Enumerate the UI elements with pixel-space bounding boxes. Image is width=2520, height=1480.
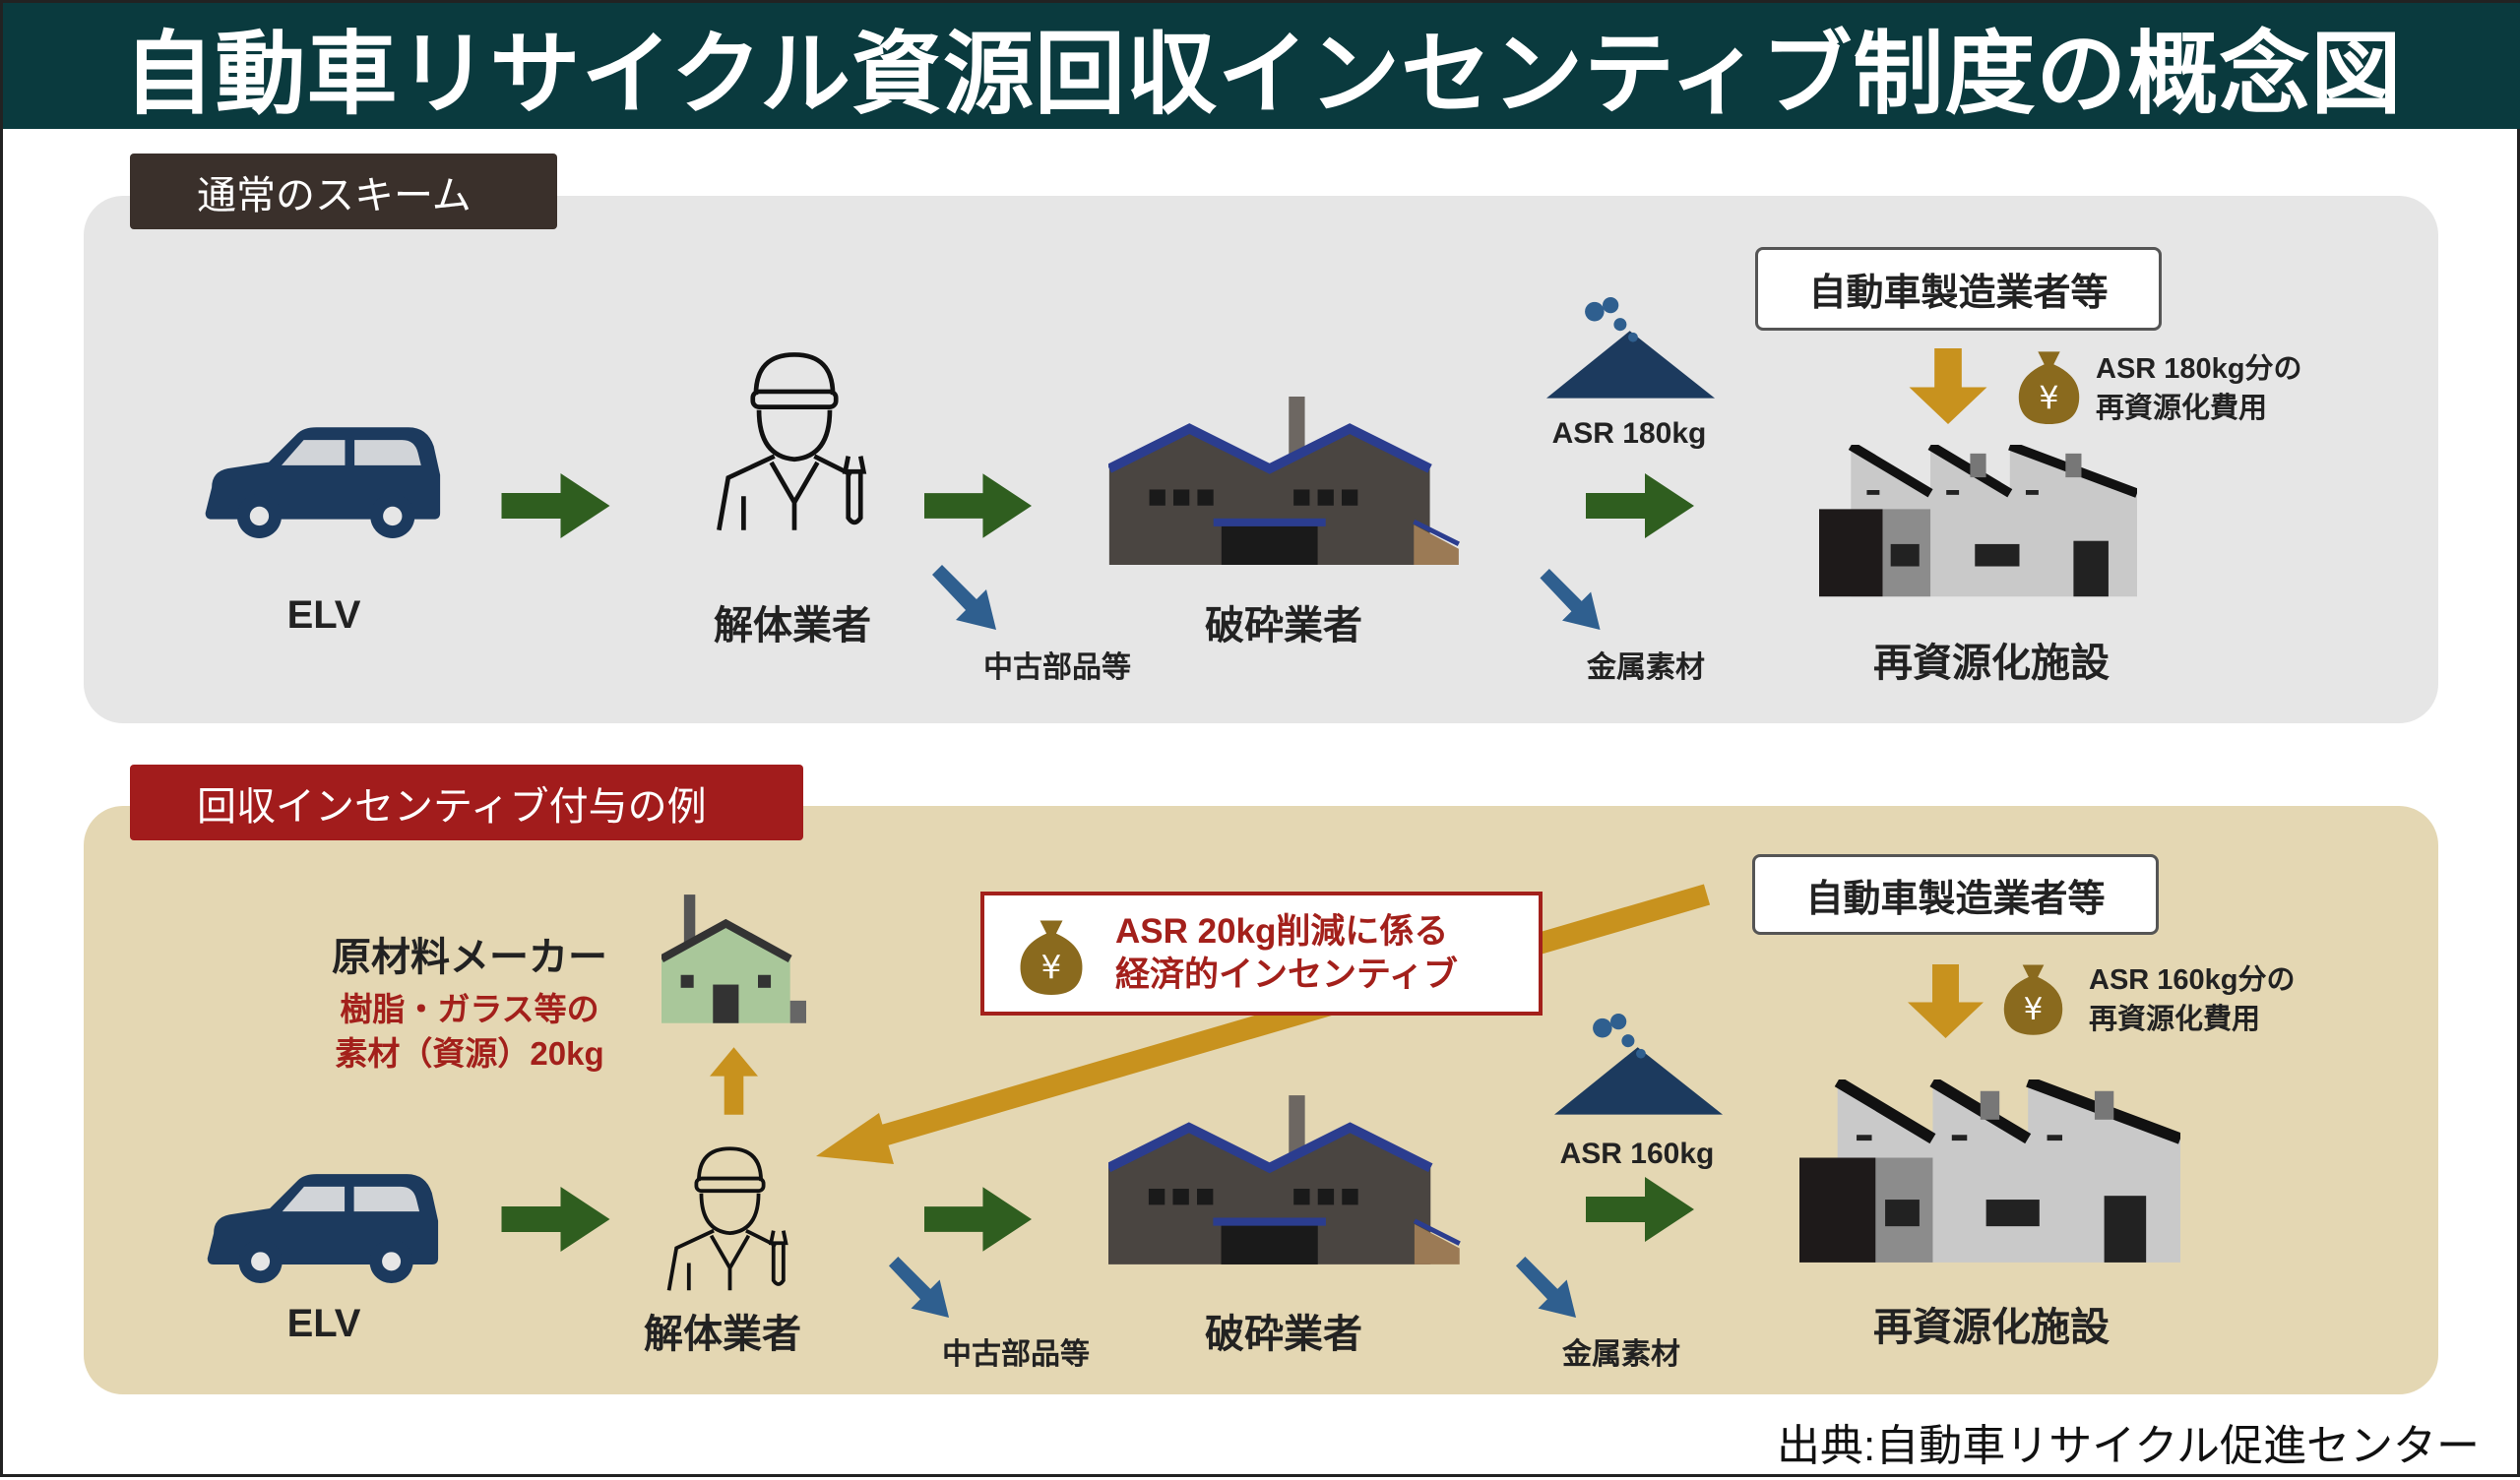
arrow-down-icon bbox=[1908, 348, 1988, 424]
material-line1: 樹脂・ガラス等の bbox=[340, 991, 599, 1027]
manufacturer-box: 自動車製造業者等 bbox=[1755, 247, 2162, 331]
car-icon bbox=[204, 1171, 445, 1283]
shredder-factory-icon bbox=[1108, 1095, 1463, 1264]
material-line2: 素材（資源）20kg bbox=[335, 1035, 604, 1072]
metal-label: 金属素材 bbox=[1587, 651, 1705, 684]
money-bag-icon: ¥ bbox=[2001, 957, 2065, 1036]
cost-line2: 再資源化費用 bbox=[2089, 1004, 2261, 1035]
dismantler-label: 解体業者 bbox=[714, 604, 871, 648]
facility-label: 再資源化施設 bbox=[1873, 1306, 2110, 1349]
shredder-label: 破砕業者 bbox=[1205, 604, 1362, 648]
page-title: 自動車リサイクル資源回収インセンティブ制度の概念図 bbox=[123, 24, 2403, 125]
svg-text:¥: ¥ bbox=[2039, 379, 2058, 416]
cost-line1: ASR 160kg分の bbox=[2089, 964, 2296, 996]
arrow-diagonal-icon bbox=[887, 1257, 951, 1318]
facility-label: 再資源化施設 bbox=[1873, 642, 2110, 685]
arrow-right-icon bbox=[501, 473, 610, 538]
incentive-flow-arrow bbox=[816, 884, 1711, 1164]
metal-label: 金属素材 bbox=[1562, 1338, 1680, 1371]
elv-label: ELV bbox=[286, 593, 361, 637]
asr-label: ASR 160kg bbox=[1559, 1138, 1715, 1170]
car-icon bbox=[204, 424, 445, 538]
dismantler-label: 解体業者 bbox=[644, 1313, 801, 1356]
title-bar: 自動車リサイクル資源回収インセンティブ制度の概念図 bbox=[3, 3, 2520, 129]
source-credit: 出典:自動車リサイクル促進センター bbox=[1776, 1422, 2480, 1470]
incentive-line2: 経済的インセンティブ bbox=[1115, 956, 1458, 994]
recycling-facility-icon bbox=[1799, 1079, 2180, 1264]
svg-text:¥: ¥ bbox=[1041, 950, 1062, 987]
arrow-right-icon bbox=[924, 1187, 1032, 1252]
incentive-scheme-tag: 回収インセンティブ付与の例 bbox=[130, 765, 803, 840]
arrow-down-icon bbox=[1908, 963, 1984, 1039]
material-note: 樹脂・ガラス等の素材（資源）20kg bbox=[335, 987, 603, 1076]
used-parts-label: 中古部品等 bbox=[983, 651, 1131, 684]
asr-label: ASR 180kg bbox=[1551, 417, 1707, 450]
incentive-line1: ASR 20kg削減に係る bbox=[1115, 912, 1449, 951]
elv-label: ELV bbox=[286, 1302, 361, 1345]
used-parts-label: 中古部品等 bbox=[942, 1338, 1090, 1371]
worker-icon bbox=[662, 1136, 798, 1301]
svg-text:¥: ¥ bbox=[2024, 992, 2044, 1027]
arrow-diagonal-icon bbox=[1538, 569, 1603, 630]
arrow-right-icon bbox=[1586, 1176, 1694, 1243]
cost-line2: 再資源化費用 bbox=[2096, 393, 2268, 424]
money-bag-icon: ¥ bbox=[2015, 345, 2083, 424]
shredder-label: 破砕業者 bbox=[1205, 1313, 1362, 1356]
worker-icon bbox=[710, 348, 879, 533]
incentive-box bbox=[980, 892, 1543, 1016]
material-maker-label: 原材料メーカー bbox=[332, 936, 607, 979]
arrow-up-icon bbox=[710, 1047, 758, 1115]
incentive-text: ASR 20kg削減に係る経済的インセンティブ bbox=[1115, 910, 1458, 997]
arrow-right-icon bbox=[1586, 473, 1694, 538]
arrow-diagonal-icon bbox=[1514, 1257, 1578, 1318]
material-factory-icon bbox=[662, 894, 806, 1031]
money-bag-icon: ¥ bbox=[1016, 914, 1087, 995]
asr-pile-icon bbox=[1554, 1007, 1723, 1120]
cost-note: ASR 160kg分の再資源化費用 bbox=[2089, 960, 2296, 1039]
arrow-diagonal-icon bbox=[932, 565, 996, 630]
asr-pile-icon bbox=[1546, 292, 1715, 401]
arrow-right-icon bbox=[501, 1187, 610, 1252]
recycling-facility-icon bbox=[1819, 445, 2137, 597]
manufacturer-box: 自動車製造業者等 bbox=[1752, 854, 2159, 935]
shredder-factory-icon bbox=[1108, 397, 1463, 565]
cost-note: ASR 180kg分の再資源化費用 bbox=[2096, 349, 2302, 428]
arrow-right-icon bbox=[924, 473, 1032, 538]
cost-line1: ASR 180kg分の bbox=[2096, 353, 2302, 385]
normal-scheme-tag: 通常のスキーム bbox=[130, 154, 557, 229]
